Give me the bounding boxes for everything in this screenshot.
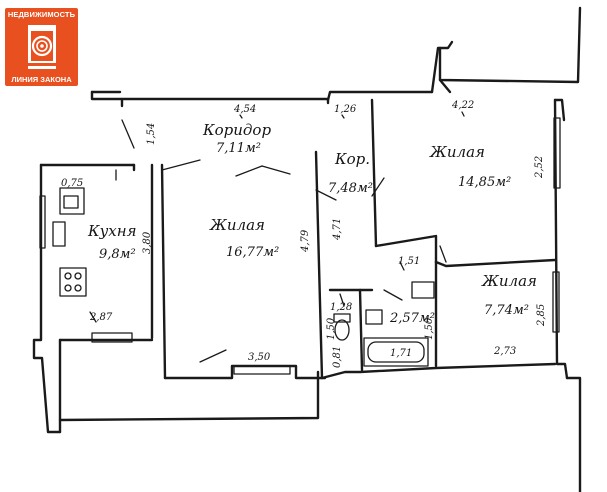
dim-wc-width: 1,28	[330, 302, 352, 313]
room-name-living-top-right: Жилая	[429, 143, 485, 161]
room-area-bath: 2,57м²	[389, 311, 435, 326]
room-name-living-bottom-right: Жилая	[481, 272, 537, 290]
logo-bottom-text: ЛИНИЯ ЗАКОНА	[11, 75, 72, 84]
stove	[59, 267, 87, 297]
doors	[121, 119, 447, 363]
dim-passage: 1,26	[334, 104, 357, 115]
dim-corridor-width: 4,54	[233, 104, 256, 115]
dim-bath-depth: 1,50	[424, 317, 435, 340]
room-name-kitchen: Кухня	[87, 222, 137, 240]
room-area-kor: 7,48м²	[328, 181, 373, 196]
logo-top-text: НЕДВИЖИМОСТЬ	[7, 10, 76, 19]
column-capital-icon	[28, 25, 56, 69]
kitchen-sink	[59, 187, 85, 215]
room-area-kitchen: 9,8м²	[99, 247, 136, 262]
agency-logo: НЕДВИЖИМОСТЬ ЛИНИЯ ЗАКОНА	[5, 8, 78, 86]
walls	[32, 6, 582, 492]
room-name-corridor: Коридор	[202, 121, 271, 139]
kitchen-counter	[52, 221, 66, 247]
dim-bath-length: 1,71	[390, 348, 412, 359]
dim-center-room-length: 4,79	[300, 229, 311, 253]
room-name-kor: Кор.	[334, 150, 370, 168]
dim-kitchen-width: 2,87	[89, 312, 113, 323]
windows	[39, 117, 561, 375]
dim-wc-depth: 1,50	[326, 317, 337, 340]
dim-corridor-depth: 1,54	[146, 123, 157, 145]
dim-kor-length: 4,71	[332, 218, 343, 241]
room-name-living-center: Жилая	[209, 216, 265, 234]
dim-right-room-width: 4,22	[451, 100, 474, 111]
toilet	[334, 319, 350, 341]
room-area-living-top-right: 14,85м²	[458, 175, 511, 190]
room-area-corridor: 7,11м²	[216, 141, 261, 156]
dim-right-room-height: 2,52	[534, 156, 545, 179]
fixtures	[52, 187, 435, 367]
washbasin	[365, 309, 383, 325]
dimension-ticks	[89, 111, 465, 323]
bath-cabinet	[411, 281, 435, 299]
room-area-living-center: 16,77м²	[226, 245, 279, 260]
dim-bottom-room-depth: 1,51	[398, 256, 420, 267]
dim-kitchen-niche: 0,75	[61, 178, 83, 189]
dim-center-room-width: 3,50	[248, 352, 271, 363]
room-area-living-bottom-right: 7,74м²	[484, 303, 529, 318]
bathtub	[363, 337, 429, 367]
dim-bottom-room-height: 2,85	[536, 304, 547, 327]
dim-bottom-room-width: 2,73	[493, 346, 516, 357]
dim-kitchen-length: 3,80	[142, 231, 153, 254]
dim-wc-bottom: 0,81	[332, 346, 343, 368]
